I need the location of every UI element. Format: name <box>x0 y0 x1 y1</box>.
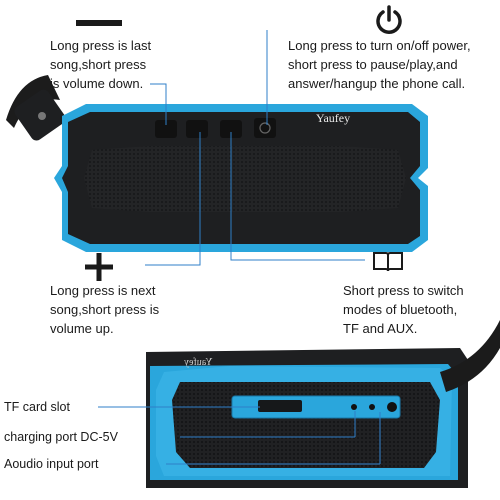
brand-logo-back: Yaufey <box>184 357 213 368</box>
leader-lines-top <box>145 30 365 266</box>
mode-button[interactable] <box>220 120 242 138</box>
minus-icon <box>76 20 122 26</box>
power-button[interactable] <box>254 118 276 138</box>
brand-logo: Yaufey <box>316 111 351 125</box>
power-icon <box>376 5 402 34</box>
tf-card-slot-label: TF card slot <box>4 400 70 414</box>
plus-button-description: Long press is next song,short press is v… <box>50 283 160 336</box>
strap-top <box>6 75 66 141</box>
book-icon <box>373 252 403 272</box>
power-button-description: Long press to turn on/off power, short p… <box>288 38 471 91</box>
speaker-top <box>54 104 428 252</box>
minus-button[interactable] <box>155 120 177 138</box>
minus-button-description: Long press is last song,short press is v… <box>50 38 152 91</box>
charging-port-label: charging port DC-5V <box>4 430 118 444</box>
plus-icon <box>85 253 113 281</box>
mode-button-description: Short press to switch modes of bluetooth… <box>343 283 464 336</box>
speaker-bottom <box>146 320 500 488</box>
plus-button[interactable] <box>186 120 208 138</box>
leader-lines-bottom <box>98 406 381 465</box>
audio-input-port-label: Aoudio input port <box>4 457 99 471</box>
